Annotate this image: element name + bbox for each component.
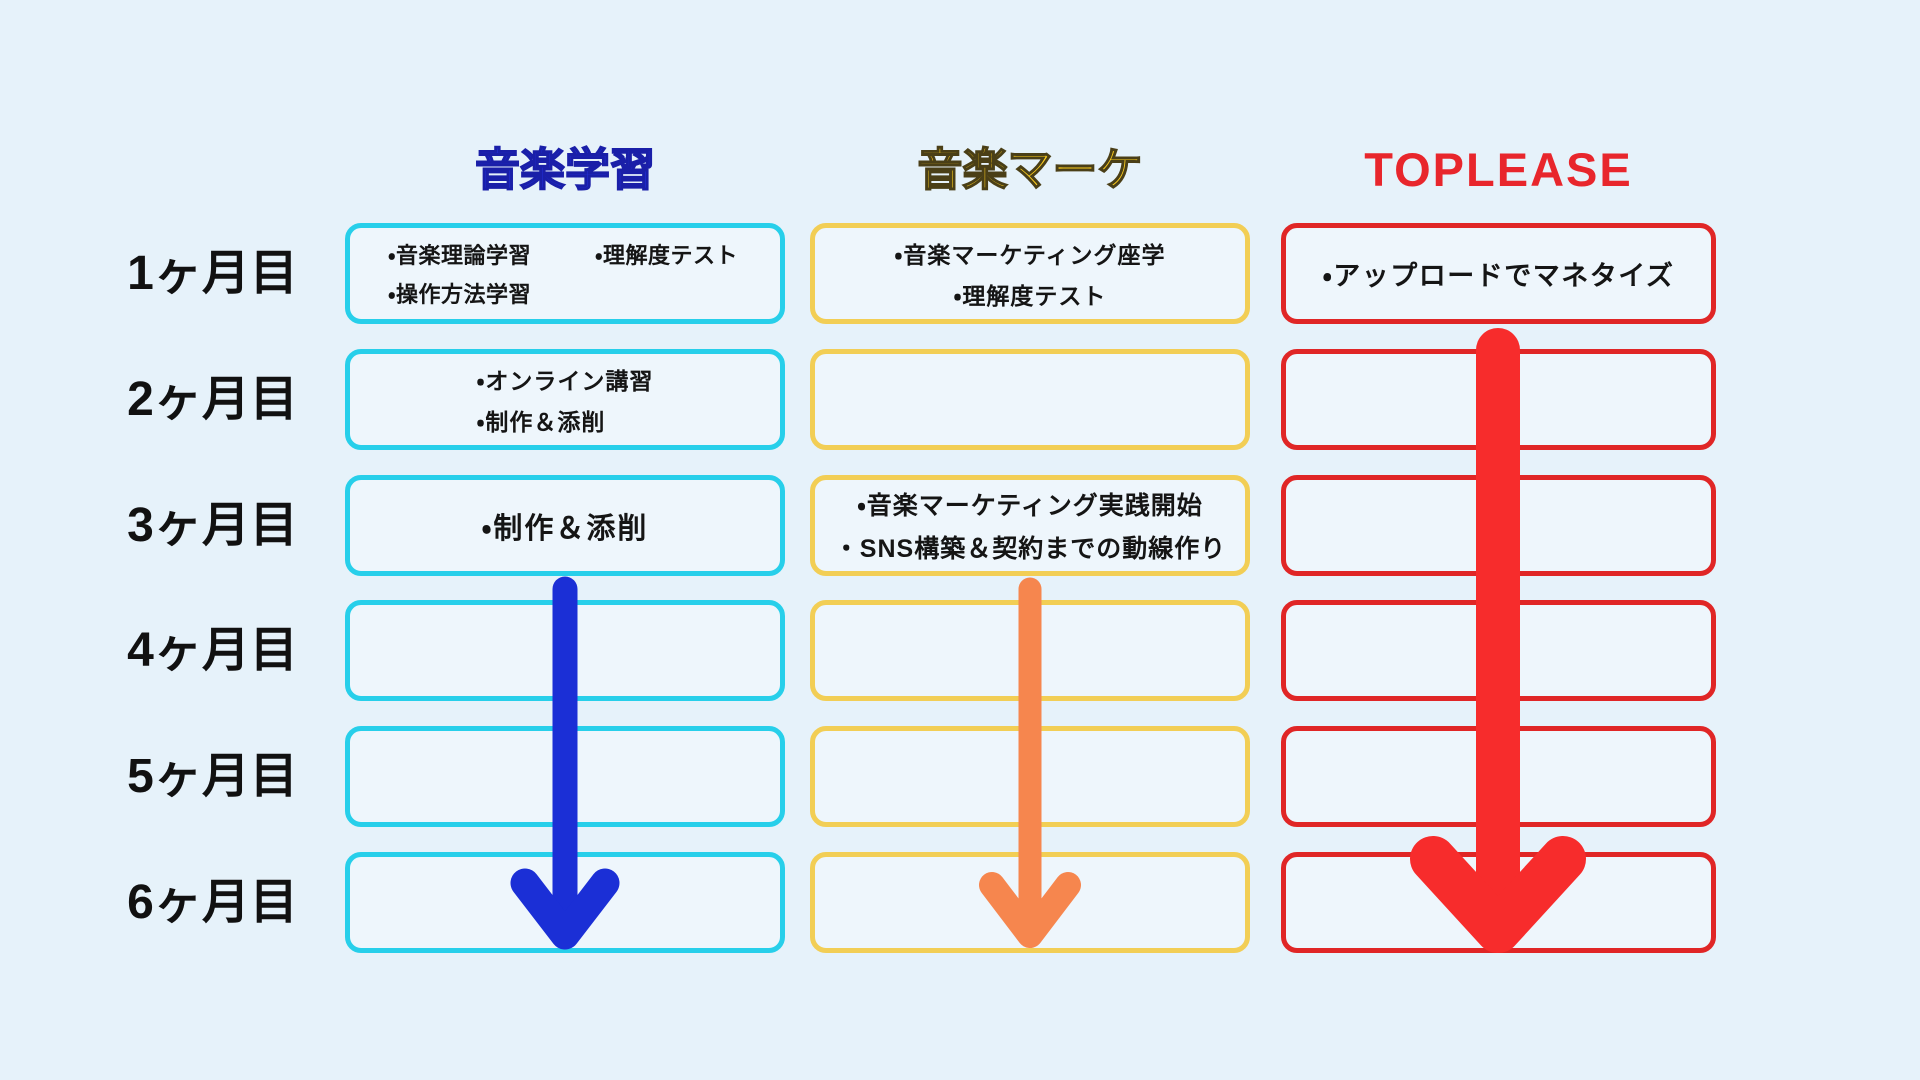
column-title-toplease: TOPLEASE <box>1364 143 1633 196</box>
cell-text-line: ・音楽マーケティング座学 <box>894 242 1166 268</box>
row-label-month-1: 1ヶ月目 <box>127 247 298 300</box>
cell-text-line: ・制作＆添削 <box>476 409 606 435</box>
music-marketing-down-arrow-icon <box>979 577 1081 948</box>
row-label-month-4: 4ヶ月目 <box>127 624 298 677</box>
cell-text-line: ・理解度テスト <box>595 243 738 268</box>
row-label-month-5: 5ヶ月目 <box>127 750 298 803</box>
cell-text-line: ・理解度テスト <box>953 283 1107 309</box>
cell-music-marketing-month-1: ・音楽マーケティング座学 ・理解度テスト <box>810 223 1250 324</box>
cell-text-line: ・操作方法学習 <box>388 282 531 307</box>
cell-music-learning-month-2: ・オンライン講習 ・制作＆添削 <box>345 349 785 450</box>
cell-text-line: ・SNS構築＆契約までの動線作り <box>833 535 1227 563</box>
cell-music-marketing-month-2 <box>810 349 1250 450</box>
cell-text-line: ・音楽理論学習 <box>388 243 531 268</box>
row-label-month-6: 6ヶ月目 <box>127 876 298 929</box>
column-title-music-marketing: 音楽マーケ <box>917 143 1144 196</box>
cell-toplease-month-1: ・アップロードでマネタイズ <box>1281 223 1716 324</box>
row-label-month-2: 2ヶ月目 <box>127 373 298 426</box>
column-title-music-learning: 音楽学習 <box>474 143 656 196</box>
toplease-down-arrow-icon <box>1410 328 1586 953</box>
cell-music-learning-month-3: ・制作＆添削 <box>345 475 785 576</box>
cell-music-learning-month-1: ・音楽理論学習 ・理解度テスト ・操作方法学習 <box>345 223 785 324</box>
music-learning-down-arrow-icon <box>510 576 620 950</box>
cell-text-line: ・制作＆添削 <box>481 512 649 545</box>
cell-music-marketing-month-3: ・音楽マーケティング実践開始 ・SNS構築＆契約までの動線作り <box>810 475 1250 576</box>
cell-text-line: ・アップロードでマネタイズ <box>1322 261 1675 291</box>
cell-text-line: ・音楽マーケティング実践開始 <box>857 492 1203 520</box>
row-label-month-3: 3ヶ月目 <box>127 499 298 552</box>
cell-text-line: ・オンライン講習 <box>476 368 654 394</box>
